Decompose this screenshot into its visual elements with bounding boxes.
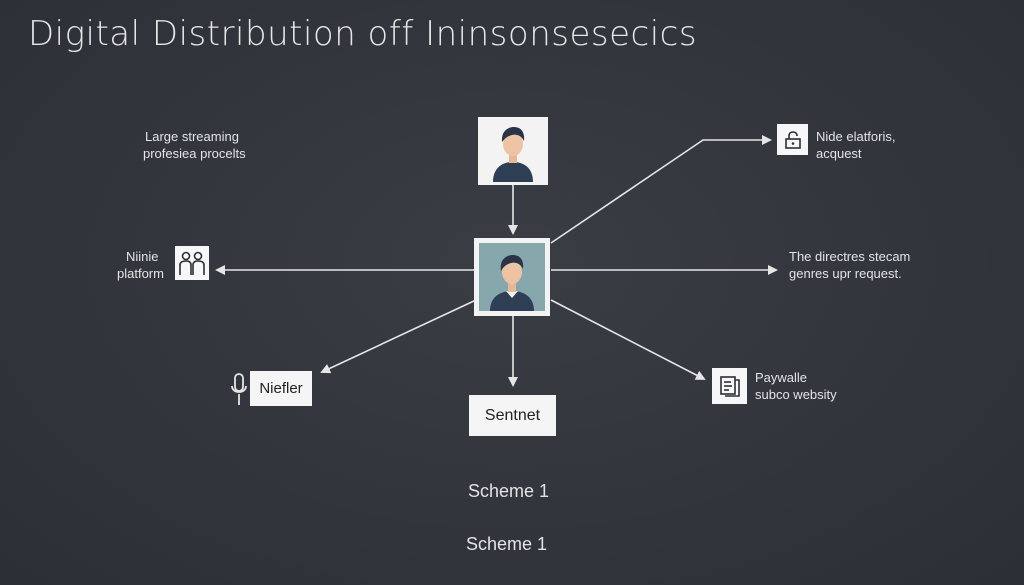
- top-left-note: Large streaming profesiea procelts: [143, 128, 246, 162]
- bottom-node-box[interactable]: Sentnet: [469, 395, 556, 436]
- bottom-right-node-icon-box[interactable]: [712, 368, 747, 404]
- lock-icon: [784, 130, 801, 149]
- right-node-label-line-2: genres upr request.: [789, 266, 902, 281]
- page-title: Digital Distribution off Ininsonsesecics: [28, 14, 698, 54]
- person-avatar-icon: [490, 255, 534, 311]
- center-person-card[interactable]: [474, 238, 550, 316]
- top-left-note-line-1: Large streaming: [145, 129, 239, 144]
- right-node-label: The directres stecam genres upr request.: [789, 248, 910, 282]
- top-right-node-label-line-1: Nide elatforis,: [816, 129, 896, 144]
- scheme-caption-2: Scheme 1: [466, 534, 548, 554]
- arrow-center-to-bottom-left: [320, 299, 477, 374]
- bottom-right-node-label-line-2: subco websity: [755, 387, 837, 402]
- top-right-node-label-line-2: acquest: [816, 146, 862, 161]
- bottom-right-node-label-line-1: Paywalle: [755, 370, 808, 385]
- left-node-icon-box[interactable]: [175, 246, 209, 280]
- left-node-label-line-1: Niinie: [126, 249, 159, 264]
- top-left-note-line-2: profesiea procelts: [143, 146, 246, 161]
- top-right-node-label: Nide elatforis, acquest: [816, 128, 895, 162]
- scheme-caption-1: Scheme 1: [468, 481, 550, 501]
- left-node-label: Niinie platform: [117, 248, 164, 282]
- bottom-right-node-label: Paywalle subco websity: [755, 369, 837, 403]
- top-person-card[interactable]: [478, 117, 548, 185]
- people-group-icon: [179, 251, 205, 275]
- left-node-label-line-2: platform: [117, 266, 164, 281]
- arrow-center-to-bottom-right: [550, 299, 706, 380]
- right-node-label-line-1: The directres stecam: [789, 249, 911, 264]
- microphone-icon: [231, 373, 247, 405]
- bottom-left-node-box[interactable]: Niefler: [250, 371, 312, 406]
- arrow-center-to-top-right: [550, 135, 772, 244]
- person-avatar-icon: [493, 127, 533, 182]
- document-icon: [719, 376, 740, 397]
- top-right-node-icon-box[interactable]: [777, 124, 808, 155]
